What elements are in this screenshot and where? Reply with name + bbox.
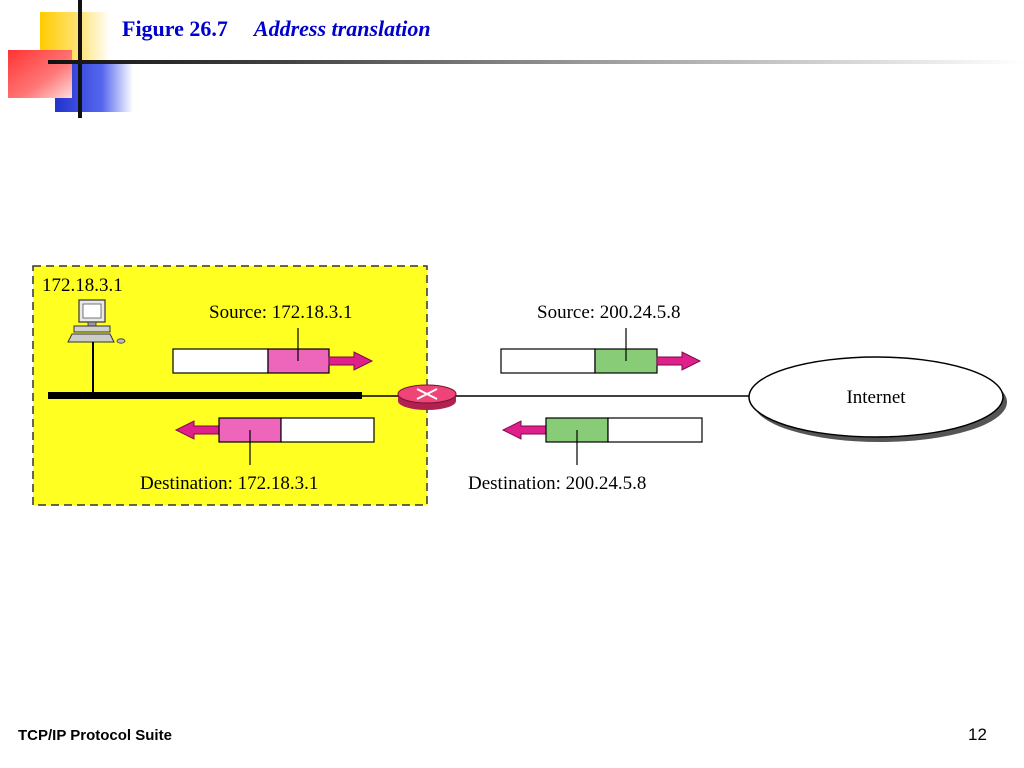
incoming-private-label: Destination: 172.18.3.1: [140, 473, 318, 494]
incoming-public-label: Destination: 200.24.5.8: [468, 473, 646, 494]
outgoing-arrow-public: [656, 351, 702, 371]
slide-title: Figure 26.7 Address translation: [122, 16, 431, 42]
incoming-arrow-private: [174, 420, 220, 440]
lan-backbone: [48, 392, 362, 399]
incoming-arrow-public: [501, 420, 547, 440]
outgoing-arrow-private: [328, 351, 374, 371]
incoming-packet-public: [501, 417, 703, 465]
incoming-packet-private: [174, 417, 375, 465]
nat-router-icon: [397, 384, 457, 410]
computer-icon: [67, 299, 126, 344]
host-address-label: 172.18.3.1: [42, 275, 123, 296]
outgoing-public-label: Source: 200.24.5.8: [537, 302, 681, 323]
outgoing-packet-private: [172, 328, 374, 374]
footer-course-title: TCP/IP Protocol Suite: [18, 727, 172, 744]
decor-vertical-bar: [78, 0, 82, 118]
internet-label: Internet: [846, 387, 906, 408]
outgoing-packet-public: [500, 328, 702, 374]
page-number: 12: [968, 725, 987, 744]
outgoing-private-label: Source: 172.18.3.1: [209, 302, 353, 323]
decor-red-square: [8, 50, 72, 98]
figure-label: Figure 26.7: [122, 16, 228, 41]
internet-cloud: [748, 356, 1007, 442]
title-underline: [48, 60, 1024, 64]
figure-title: Address translation: [253, 16, 431, 41]
